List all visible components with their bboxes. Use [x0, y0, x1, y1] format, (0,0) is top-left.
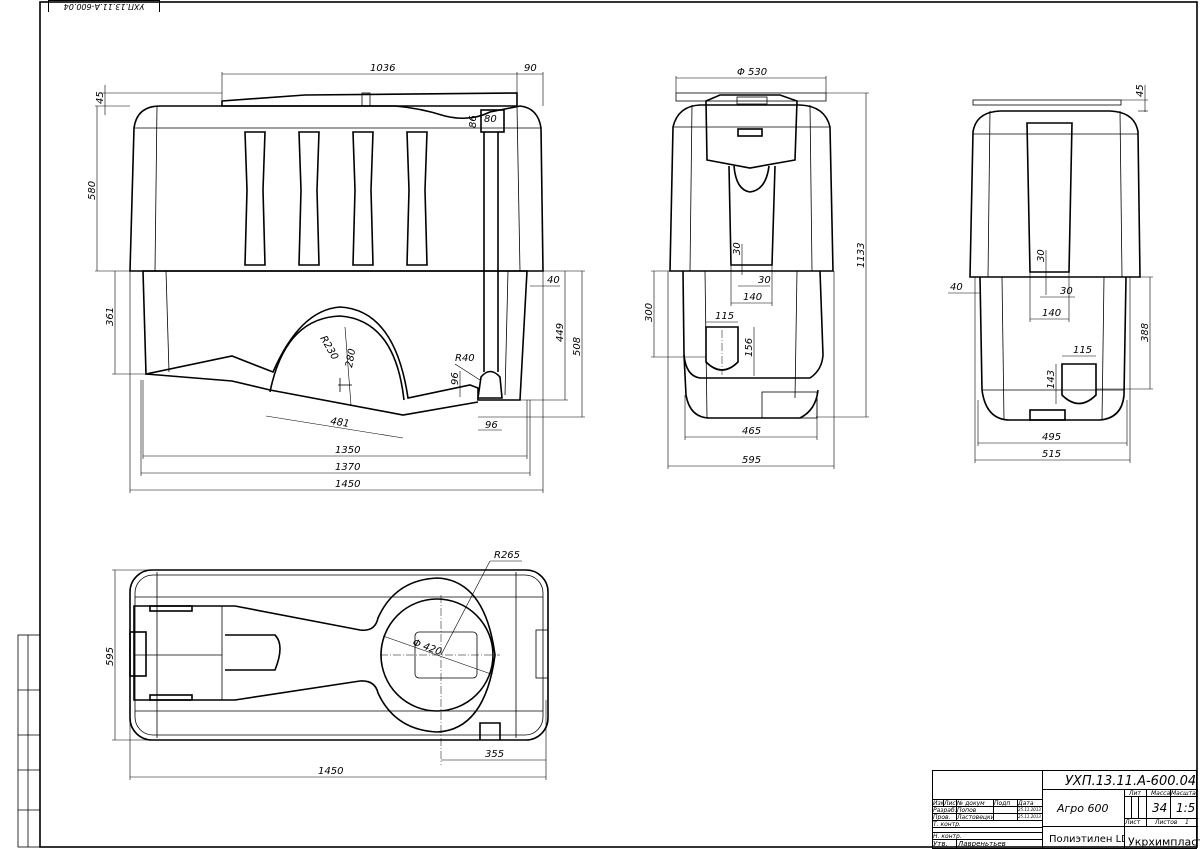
- dim-355: 355: [485, 749, 504, 760]
- dim-96-vertical: 96: [450, 372, 461, 385]
- dim-96-horizontal: 96: [485, 420, 498, 431]
- hdr-doc: № докум: [957, 800, 994, 807]
- hdr-sheet: Лист: [1125, 819, 1147, 827]
- dim-143: 143: [1046, 370, 1057, 389]
- dim-phi420: Φ 420: [411, 637, 443, 658]
- dim-90: 90: [524, 63, 537, 74]
- dim-45: 45: [95, 91, 106, 104]
- name-4: Лавреньтьев: [957, 840, 1043, 849]
- company-name: Укрхимпласт: [1128, 835, 1200, 849]
- sheet-frame: [39, 1, 1198, 848]
- dim-115-end: 115: [1073, 345, 1092, 356]
- dim-30-vertical-end: 30: [1036, 249, 1047, 262]
- dim-1350: 1350: [335, 445, 360, 456]
- mirrored-designation-stamp: УХП.13.11.А-600.04: [48, 0, 160, 12]
- dim-30-horizontal: 30: [758, 275, 771, 286]
- end-view: [969, 99, 1141, 421]
- dim-595: 595: [742, 455, 761, 466]
- role-1: Пров.: [933, 814, 957, 821]
- hdr-izm: Изм: [933, 800, 944, 807]
- mass-value: 34: [1147, 797, 1171, 819]
- sheets-value: 1: [1185, 819, 1198, 827]
- hdr-scale: Масштаб: [1171, 790, 1198, 797]
- vent-windows: [244, 131, 428, 266]
- dim-r230: R230: [317, 334, 340, 362]
- dim-r40: R40: [455, 353, 475, 364]
- dim-1450-top: 1450: [318, 766, 343, 777]
- dim-40-end: 40: [950, 282, 963, 293]
- hdr-sheets: Листов: [1147, 819, 1185, 827]
- dim-156: 156: [744, 338, 755, 357]
- dim-465: 465: [742, 426, 761, 437]
- top-view-dimensions: R265 Φ 420 595 355 1450: [105, 550, 547, 780]
- dim-40: 40: [547, 275, 560, 286]
- dim-140-end: 140: [1042, 308, 1061, 319]
- dim-388: 388: [1140, 323, 1151, 342]
- dim-30-horizontal-end: 30: [1060, 286, 1073, 297]
- dim-508: 508: [572, 337, 583, 356]
- date-1: 25.11.2013: [1018, 814, 1043, 821]
- dim-481: 481: [330, 416, 351, 430]
- name-0: Попов: [957, 807, 994, 814]
- side-view: [669, 92, 834, 419]
- front-view-dimensions: 1036 90 45 580 86 80 361 40 449 508 R230…: [87, 63, 585, 493]
- dim-300: 300: [644, 303, 655, 322]
- dim-515: 515: [1042, 449, 1061, 460]
- dim-1133: 1133: [856, 243, 867, 268]
- hdr-sign: Подп: [994, 800, 1018, 807]
- designation: УХП.13.11.А-600.04: [1043, 771, 1198, 790]
- role-3: Н. контр.: [933, 833, 1043, 840]
- role-0: Разраб.: [933, 807, 957, 814]
- left-margin-stamps: [17, 634, 41, 848]
- hdr-lit: Лит: [1125, 790, 1147, 797]
- front-view: [129, 92, 544, 416]
- dim-495: 495: [1042, 432, 1061, 443]
- dim-1036: 1036: [370, 63, 395, 74]
- company-logo: Укрхимпласт®: [1125, 827, 1200, 849]
- dim-280: 280: [344, 348, 358, 369]
- product-name: Агро 600: [1043, 790, 1125, 827]
- end-view-dimensions: 45 40 388 30 30 140 115 143 495 515: [948, 84, 1153, 463]
- dim-580: 580: [87, 181, 98, 200]
- dim-phi530: Φ 530: [737, 67, 767, 78]
- dim-r265: R265: [494, 550, 520, 561]
- dim-361: 361: [105, 307, 116, 326]
- dim-595-top: 595: [105, 647, 116, 666]
- role-4: Утв.: [933, 840, 957, 849]
- material: Полиэтилен LDPE: [1043, 827, 1125, 849]
- hdr-mass: Масса: [1147, 790, 1171, 797]
- dim-140: 140: [743, 292, 762, 303]
- role-2: Т. контр.: [933, 821, 1043, 828]
- dim-80: 80: [484, 114, 497, 125]
- dim-449: 449: [555, 323, 566, 342]
- dim-115: 115: [715, 311, 734, 322]
- hdr-list: Лист: [944, 800, 957, 807]
- dim-86: 86: [468, 115, 479, 128]
- scale-value: 1:5: [1171, 797, 1198, 819]
- dim-1370: 1370: [335, 462, 360, 473]
- dim-30-vertical: 30: [732, 242, 743, 255]
- dim-1450: 1450: [335, 479, 360, 490]
- top-view: [129, 569, 549, 765]
- title-block: Изм Лист № докум Подп Дата Разраб. Попов…: [932, 770, 1200, 849]
- date-0: 25.11.2013: [1018, 807, 1043, 814]
- hdr-date: Дата: [1018, 800, 1043, 807]
- dim-45-end: 45: [1135, 84, 1146, 97]
- side-view-dimensions: Φ 530 1133 300 30 30 140 115 156 465 595: [644, 67, 869, 469]
- name-1: Ластовецкий: [957, 814, 994, 821]
